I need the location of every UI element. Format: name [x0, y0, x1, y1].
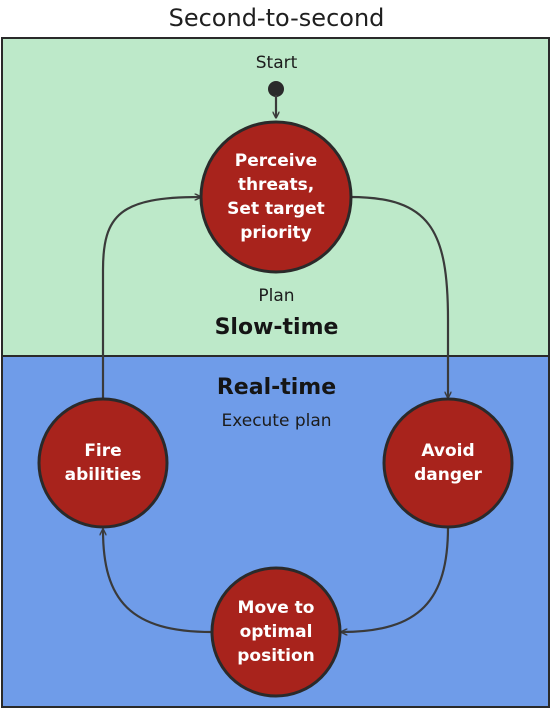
arrow-avoid-to-move	[342, 526, 450, 632]
start-dot	[268, 81, 284, 97]
arrow-move-to-fire	[103, 530, 213, 634]
arrow-fire-to-perceive	[101, 197, 200, 398]
real-time-heading: Real-time	[216, 375, 337, 400]
node-fire-circle	[37, 397, 169, 529]
slow-time-heading: Slow-time	[214, 315, 339, 340]
start-label: Start	[255, 53, 298, 73]
execute-plan-label: Execute plan	[221, 411, 332, 431]
diagram-title: Second-to-second	[168, 4, 385, 32]
plan-label: Plan	[258, 286, 295, 306]
node-avoid-circle	[382, 397, 514, 529]
node-perceive-circle	[199, 120, 353, 274]
node-move-label: Move to optimal position	[237, 598, 315, 666]
node-fire-label: Fire abilities	[64, 441, 142, 485]
node-move-circle	[210, 566, 342, 698]
node-perceive-label: Perceive threats, Set target priority	[227, 151, 325, 243]
node-avoid-label: Avoid danger	[414, 441, 482, 485]
arrow-perceive-to-avoid	[349, 195, 448, 397]
